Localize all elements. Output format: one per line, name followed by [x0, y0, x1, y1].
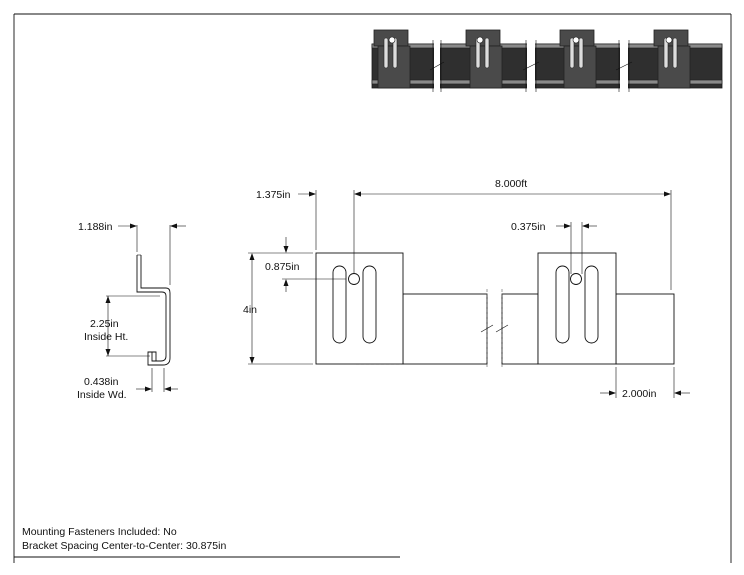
- mounting-hole-left: [348, 273, 360, 285]
- hole-height-label: 0.875in: [265, 261, 300, 273]
- bracket-plate-left: [315, 252, 404, 365]
- edge-offset-label: 1.375in: [256, 189, 291, 201]
- iso-bracket: [559, 29, 597, 89]
- inside-height-caption: Inside Ht.: [84, 331, 128, 343]
- inside-width-caption: Inside Wd.: [77, 389, 127, 401]
- profile-width-label: 1.188in: [78, 221, 113, 233]
- end-overhang-label: 2.000in: [622, 388, 657, 400]
- sheet-border: [13, 13, 732, 563]
- iso-bracket: [465, 29, 503, 89]
- inside-height-value: 2.25in: [90, 318, 119, 330]
- notes-block: Mounting Fasteners Included: No Bracket …: [22, 526, 226, 552]
- mounting-hole-right: [570, 273, 582, 285]
- fasteners-note: Mounting Fasteners Included: No: [22, 526, 177, 538]
- overall-length-label: 8.000ft: [495, 178, 527, 190]
- spacing-note: Bracket Spacing Center-to-Center: 30.875…: [22, 540, 226, 552]
- front-view: 1.375in 8.000ft 0.375in 0.875in 4in 2.00…: [243, 178, 690, 400]
- bracket-height-label: 4in: [243, 304, 257, 316]
- profile-view: 1.188in 2.25in Inside Ht. 0.438in Inside…: [77, 221, 186, 401]
- isometric-view: [371, 29, 723, 92]
- iso-bracket: [653, 29, 691, 89]
- iso-bracket: [373, 29, 411, 89]
- hole-offset-label: 0.375in: [511, 221, 546, 233]
- bracket-plate-right: [537, 252, 617, 365]
- inside-width-value: 0.438in: [84, 376, 119, 388]
